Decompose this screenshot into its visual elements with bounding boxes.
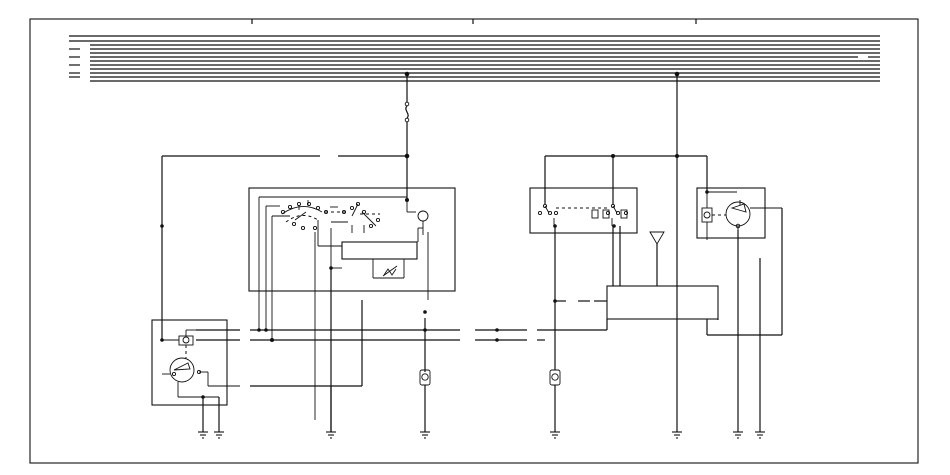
harness-lines	[196, 300, 607, 387]
power-bus-lines	[69, 35, 880, 82]
selector-switch-icon	[281, 206, 323, 215]
control-unit-right	[606, 208, 783, 336]
motor-icon	[551, 373, 559, 381]
frame-top-ticks	[251, 19, 697, 24]
switch-module-right	[529, 187, 638, 370]
cam-switch-icon	[169, 357, 195, 383]
fuse-icon	[405, 105, 409, 119]
ground-icon	[550, 431, 560, 439]
motor-icon	[421, 373, 429, 381]
washer-motor-front	[419, 369, 431, 386]
contact-set-icon	[537, 203, 629, 216]
fuse-feed	[404, 71, 410, 156]
ground-icon	[755, 431, 765, 439]
left-distribution	[160, 153, 410, 320]
ground-icon	[214, 431, 224, 439]
ground-icon	[672, 431, 682, 439]
ground-icon	[326, 431, 336, 439]
motor-brush-icon	[703, 211, 711, 219]
ground-icon	[733, 431, 743, 439]
wiper-motor-rear	[696, 187, 782, 240]
washer-pump-icon	[417, 210, 429, 222]
antenna-icon	[649, 231, 665, 245]
resistor-icon	[383, 268, 397, 276]
ground-symbols	[198, 431, 765, 439]
cam-switch-icon	[725, 201, 751, 227]
wiper-motor-front	[151, 319, 240, 406]
diagram-frame	[29, 18, 919, 464]
contact-set-icon	[341, 201, 381, 229]
ground-icon	[198, 431, 208, 439]
ground-icon	[420, 431, 430, 439]
right-feed	[544, 71, 708, 432]
switch-module-left	[248, 187, 456, 432]
washer-motor-rear	[549, 369, 561, 386]
control-unit-box	[341, 241, 418, 260]
ground-wires	[202, 230, 761, 432]
